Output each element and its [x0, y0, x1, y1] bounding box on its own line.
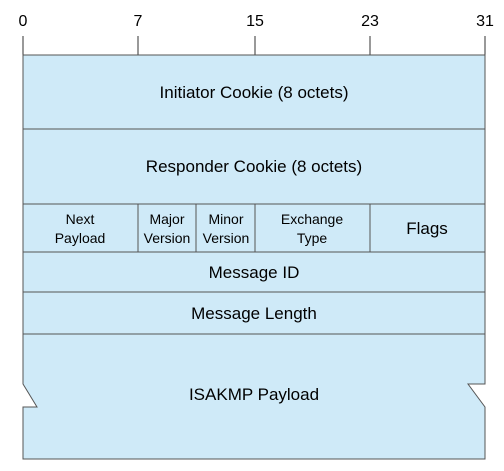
bit-label-7: 7	[134, 13, 143, 30]
major-version-label-line1: Major	[149, 211, 184, 227]
flags-cell	[369, 203, 486, 253]
message-id-label: Message ID	[209, 263, 300, 282]
flags-label: Flags	[406, 219, 448, 238]
bit-label-31: 31	[476, 13, 494, 30]
next-payload-cell	[22, 203, 139, 253]
minor-version-label-line2: Version	[203, 230, 250, 246]
minor-version-cell	[195, 203, 256, 253]
isakmp-payload-label: ISAKMP Payload	[189, 385, 319, 404]
responder-cookie-label: Responder Cookie (8 octets)	[146, 157, 362, 176]
bit-label-15: 15	[246, 13, 264, 30]
message-length-cell	[22, 291, 486, 335]
initiator-cookie-label: Initiator Cookie (8 octets)	[160, 83, 349, 102]
message-id-cell	[22, 251, 486, 293]
next-payload-label-line2: Payload	[55, 230, 106, 246]
minor-version-label-line1: Minor	[208, 211, 243, 227]
initiator-cookie-cell	[22, 54, 486, 130]
isakmp-payload-cell	[22, 333, 486, 460]
exchange-type-label-line2: Type	[297, 230, 328, 246]
exchange-type-label-line1: Exchange	[281, 211, 343, 227]
next-payload-label-line1: Next	[66, 211, 95, 227]
bit-label-0: 0	[19, 13, 28, 30]
bit-ticks	[22, 36, 486, 55]
exchange-type-cell	[254, 203, 371, 253]
bit-label-23: 23	[361, 13, 379, 30]
message-length-label: Message Length	[191, 304, 317, 323]
major-version-label-line2: Version	[144, 230, 191, 246]
